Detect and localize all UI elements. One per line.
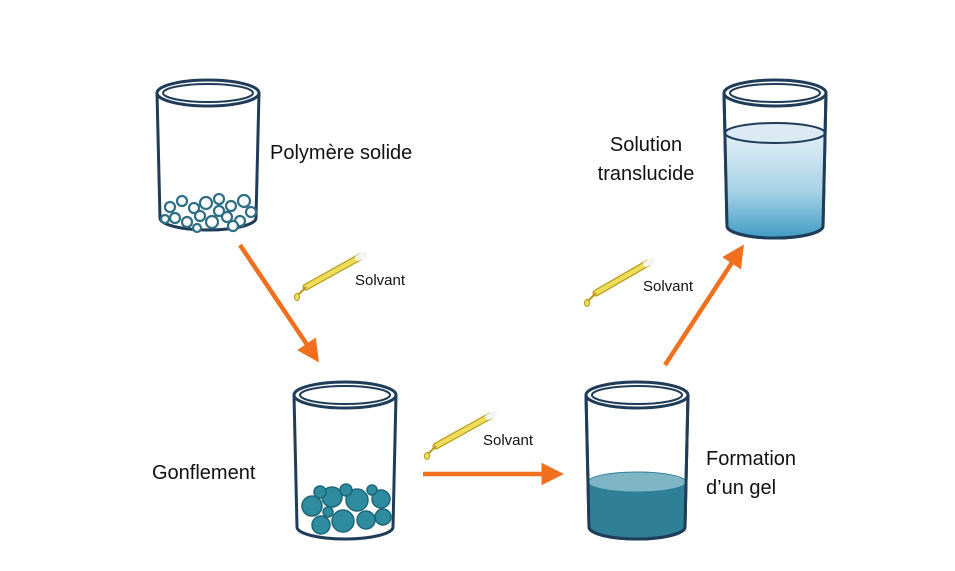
label-formation-gel: Formation d’un gel xyxy=(706,445,796,503)
label-solution-line1: Solution xyxy=(609,134,683,156)
arrow-icon xyxy=(663,244,744,367)
label-polymere-solide: Polymère solide xyxy=(270,142,413,164)
label-gonflement: Gonflement xyxy=(152,462,256,484)
label-solvant-2: Solvant xyxy=(483,432,534,449)
gel-layer xyxy=(588,482,686,539)
label-formation-line2: d’un gel xyxy=(706,477,777,499)
beaker-swelling xyxy=(292,380,398,541)
beaker-solution xyxy=(722,78,828,240)
label-solution-line2: translucide xyxy=(597,163,695,185)
label-formation-line1: Formation xyxy=(706,448,797,470)
label-solvant-1: Solvant xyxy=(355,272,406,289)
solid-particles xyxy=(159,192,258,234)
solution-liquid xyxy=(725,133,825,238)
pipette-icon xyxy=(294,252,367,301)
label-solution-translucide: Solution translucide xyxy=(590,131,702,189)
pipette-icon xyxy=(424,411,497,460)
label-solvant-3: Solvant xyxy=(643,278,694,295)
swollen-particles xyxy=(301,483,392,535)
beaker-gel xyxy=(584,380,690,541)
solution-surface xyxy=(724,122,826,144)
pipette-icon xyxy=(584,258,655,307)
gel-surface xyxy=(587,471,687,493)
beaker-solid-polymer xyxy=(155,78,261,234)
arrow-icon xyxy=(238,243,320,363)
